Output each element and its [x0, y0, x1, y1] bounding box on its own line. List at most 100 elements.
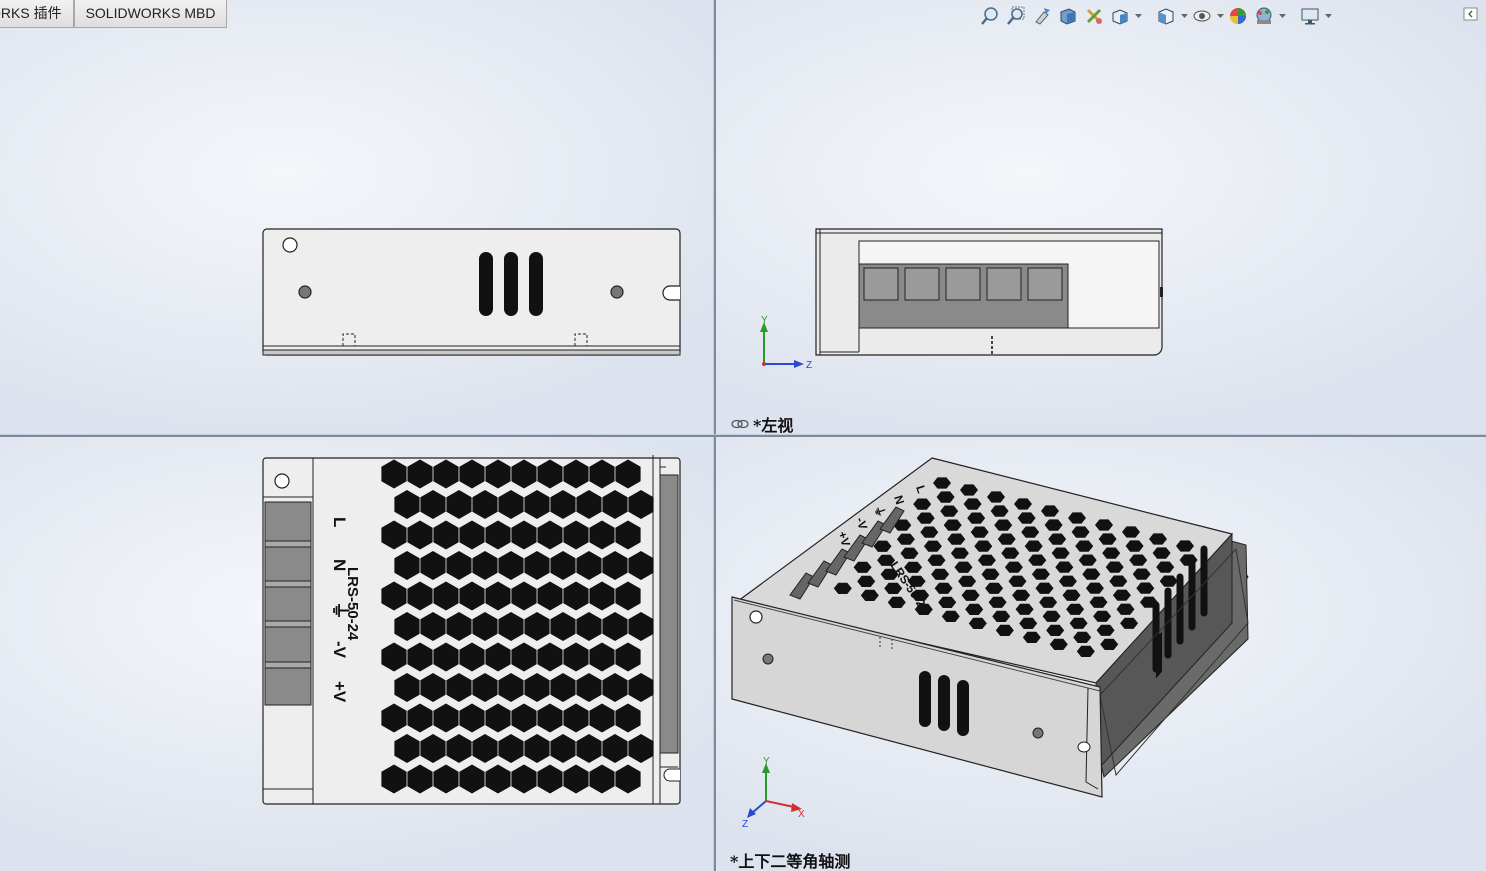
iso-vent-hole: [1152, 547, 1171, 559]
view-settings-icon[interactable]: [1298, 5, 1322, 27]
viewport-isometric[interactable]: LRS-50-24 L N ⏚ -V +V Y X Z *上下二等角轴测: [716, 437, 1486, 871]
tab-solidworks-mbd[interactable]: SOLIDWORKS MBD: [73, 0, 228, 28]
iso-vent-hole: [1125, 540, 1144, 552]
vent-hole: [498, 734, 524, 763]
previous-view-icon[interactable]: [1030, 5, 1054, 27]
triad-z-label: Z: [806, 360, 812, 371]
iso-vent-hole: [1046, 624, 1065, 636]
vent-hole: [420, 673, 446, 702]
vent-hole: [524, 673, 550, 702]
chevron-down-icon[interactable]: [1216, 5, 1224, 27]
vent-hole: [459, 520, 485, 550]
iso-vent-hole: [1035, 582, 1054, 594]
vent-hole: [394, 673, 420, 702]
vent-hole: [381, 459, 407, 489]
chevron-down-icon[interactable]: [1278, 5, 1286, 27]
vent-hole: [485, 703, 511, 733]
vent-hole: [615, 703, 641, 733]
vent-hole: [511, 581, 537, 611]
collapse-panel-icon[interactable]: [1463, 6, 1479, 22]
vent-hole: [550, 734, 576, 763]
iso-vent-hole: [1068, 512, 1086, 524]
iso-vent-hole: [933, 477, 951, 489]
vent-hole: [407, 703, 433, 733]
terminal-label-l: L: [330, 517, 349, 527]
iso-vent-hole: [1041, 505, 1059, 517]
vent-hole: [576, 551, 602, 580]
iso-vent-hole: [893, 519, 912, 531]
iso-vent-hole: [1008, 575, 1027, 587]
section-view-icon[interactable]: [1056, 5, 1080, 27]
view-name-label: *左视: [731, 412, 793, 434]
iso-vent-hole: [1066, 603, 1085, 615]
vent-hole: [511, 459, 537, 489]
iso-vent-hole: [1015, 603, 1034, 615]
vent-hole: [459, 703, 485, 733]
iso-vent-hole: [965, 603, 984, 615]
vent-hole: [602, 551, 628, 580]
iso-vent-hole: [1058, 575, 1077, 587]
terminal-labels: L N ⏚ -V +V: [329, 517, 351, 703]
vent-hole: [537, 703, 563, 733]
vent-hole: [394, 612, 420, 641]
view-orientation-icon[interactable]: [1108, 5, 1132, 27]
apply-scene-icon[interactable]: [1252, 5, 1276, 27]
iso-vent-hole: [997, 533, 1016, 545]
command-tabs: ORKS 插件 SOLIDWORKS MBD: [0, 0, 228, 28]
vent-hole: [381, 703, 407, 733]
vent-hole: [420, 734, 446, 763]
vent-hole: [498, 612, 524, 641]
vent-hole: [407, 581, 433, 611]
vent-hole: [563, 703, 589, 733]
vent-hole: [433, 520, 459, 550]
iso-vent-hole: [967, 512, 986, 524]
edit-appearance-icon[interactable]: [1226, 5, 1250, 27]
triad-y-label: Y: [761, 315, 768, 326]
vent-hole: [420, 612, 446, 641]
iso-vent-hole: [1132, 568, 1151, 580]
viewport-splitter-horizontal[interactable]: [0, 434, 1486, 437]
chevron-down-icon[interactable]: [1180, 5, 1188, 27]
iso-vent-hole: [1039, 596, 1058, 608]
vent-hole: [446, 734, 472, 763]
iso-vent-hole: [947, 533, 966, 545]
tab-solidworks-addins[interactable]: ORKS 插件: [0, 0, 74, 28]
vent-hole: [498, 673, 524, 702]
viewport-front[interactable]: [0, 0, 713, 434]
iso-vent-hole: [1051, 547, 1070, 559]
iso-vent-hole: [1062, 589, 1081, 601]
iso-vent-hole: [981, 568, 1000, 580]
terminal-label-n: N: [330, 559, 349, 571]
iso-vent-hole: [1082, 568, 1101, 580]
chevron-down-icon[interactable]: [1324, 5, 1332, 27]
viewport-left[interactable]: Y Z *左视: [716, 0, 1486, 434]
heads-up-view-toolbar: [978, 4, 1332, 28]
iso-vent-hole: [1098, 533, 1117, 545]
iso-hex-grid: [833, 477, 1198, 657]
dynamic-annotation-icon[interactable]: [1082, 5, 1106, 27]
zoom-to-area-icon[interactable]: [1004, 5, 1028, 27]
vent-hole: [602, 612, 628, 641]
zoom-to-fit-icon[interactable]: [978, 5, 1002, 27]
viewport-top[interactable]: L N ⏚ -V +V LRS-50-24: [0, 437, 713, 871]
left-view-drawing: [815, 228, 1163, 356]
vent-hole: [407, 642, 433, 672]
vent-hole: [472, 673, 498, 702]
iso-vent-hole: [988, 596, 1007, 608]
iso-vent-hole: [1109, 575, 1128, 587]
display-style-icon[interactable]: [1154, 5, 1178, 27]
vent-hole: [511, 642, 537, 672]
iso-vent-hole: [853, 561, 872, 573]
vent-hole: [459, 764, 485, 794]
link-views-icon[interactable]: [731, 419, 749, 429]
vent-hole: [433, 459, 459, 489]
vent-hole: [615, 520, 641, 550]
iso-vent-hole: [1017, 512, 1036, 524]
iso-vent-hole: [1096, 624, 1115, 636]
vent-hole: [524, 612, 550, 641]
hide-show-icon[interactable]: [1190, 5, 1214, 27]
vent-hole: [615, 459, 641, 489]
iso-vent-hole: [1048, 533, 1067, 545]
chevron-down-icon[interactable]: [1134, 5, 1142, 27]
iso-vent-hole: [1120, 617, 1139, 629]
